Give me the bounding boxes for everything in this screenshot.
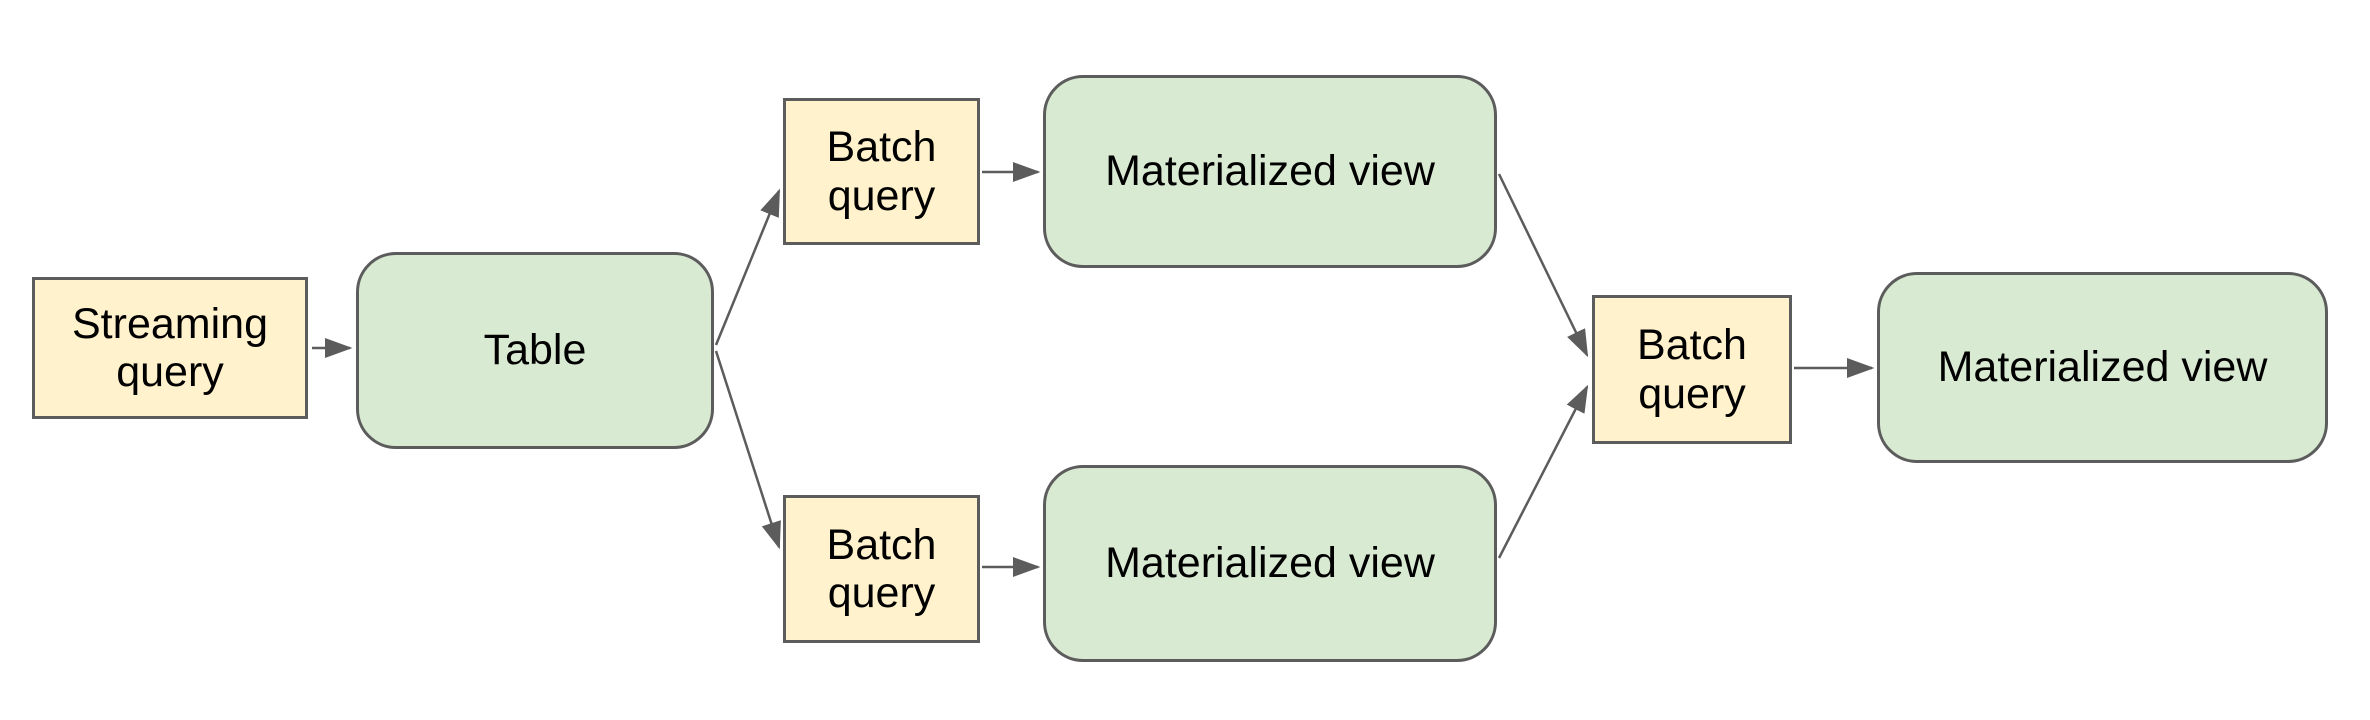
node-label: Materialized view — [1105, 539, 1435, 588]
edge-mv-bottom-to-batch-right — [1497, 384, 1589, 559]
node-batch-query-right: Batch query — [1592, 295, 1792, 444]
node-label: Batch query — [826, 123, 937, 220]
node-label: Streaming query — [72, 299, 268, 396]
node-batch-query-top: Batch query — [783, 98, 980, 245]
edge-mv-top-to-batch-right — [1497, 173, 1589, 358]
node-label: Batch query — [826, 520, 937, 617]
node-table: Table — [356, 252, 714, 449]
node-materialized-view-right: Materialized view — [1877, 272, 2328, 463]
node-materialized-view-top: Materialized view — [1043, 75, 1497, 268]
node-materialized-view-bottom: Materialized view — [1043, 465, 1497, 662]
edge-table-to-batch-bottom — [714, 350, 781, 550]
node-label: Batch query — [1637, 321, 1747, 418]
node-label: Table — [483, 326, 587, 375]
node-label: Materialized view — [1937, 343, 2268, 392]
node-streaming-query: Streaming query — [32, 277, 308, 419]
node-batch-query-bottom: Batch query — [783, 495, 980, 643]
edge-table-to-batch-top — [714, 188, 781, 346]
node-label: Materialized view — [1105, 147, 1435, 196]
